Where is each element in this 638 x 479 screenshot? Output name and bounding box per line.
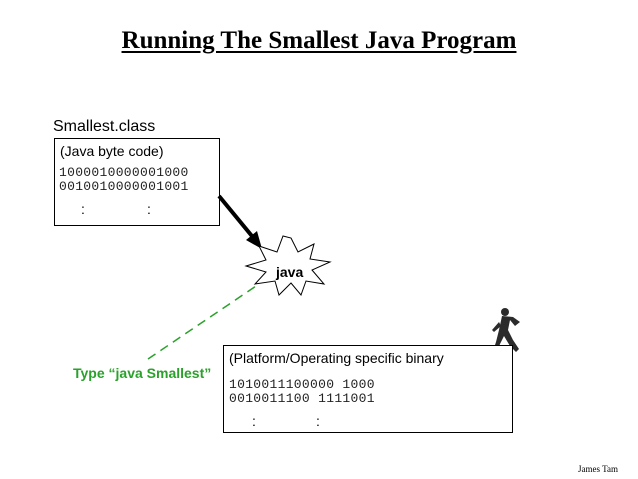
- arrow-to-interpreter: [217, 194, 262, 249]
- class-file-label: Smallest.class: [53, 118, 156, 135]
- native-binary-line-2: 0010011100 1111001: [229, 391, 375, 406]
- starburst-icon: [244, 235, 332, 296]
- byte-code-line-1: 1000010000001000: [59, 165, 189, 180]
- native-binary-ellipsis-right: :: [316, 413, 320, 429]
- native-binary-ellipsis-left: :: [252, 413, 256, 429]
- byte-code-ellipsis-left: :: [81, 201, 85, 217]
- interpreter-label: java: [276, 264, 304, 280]
- native-binary-box: (Platform/Operating specific binary 1010…: [223, 345, 513, 433]
- native-binary-box-title: (Platform/Operating specific binary: [229, 350, 444, 366]
- native-binary-line-1: 1010011100000 1000: [229, 377, 375, 392]
- byte-code-box-title: (Java byte code): [60, 143, 164, 159]
- byte-code-line-2: 0010010000001001: [59, 179, 189, 194]
- author-credit: James Tam: [578, 464, 618, 474]
- byte-code-box: (Java byte code) 1000010000001000 001001…: [54, 138, 220, 226]
- command-dashed-line: [147, 283, 260, 360]
- slide-title: Running The Smallest Java Program: [121, 27, 517, 54]
- byte-code-ellipsis-right: :: [147, 201, 151, 217]
- command-instruction: Type “java Smallest”: [73, 365, 212, 381]
